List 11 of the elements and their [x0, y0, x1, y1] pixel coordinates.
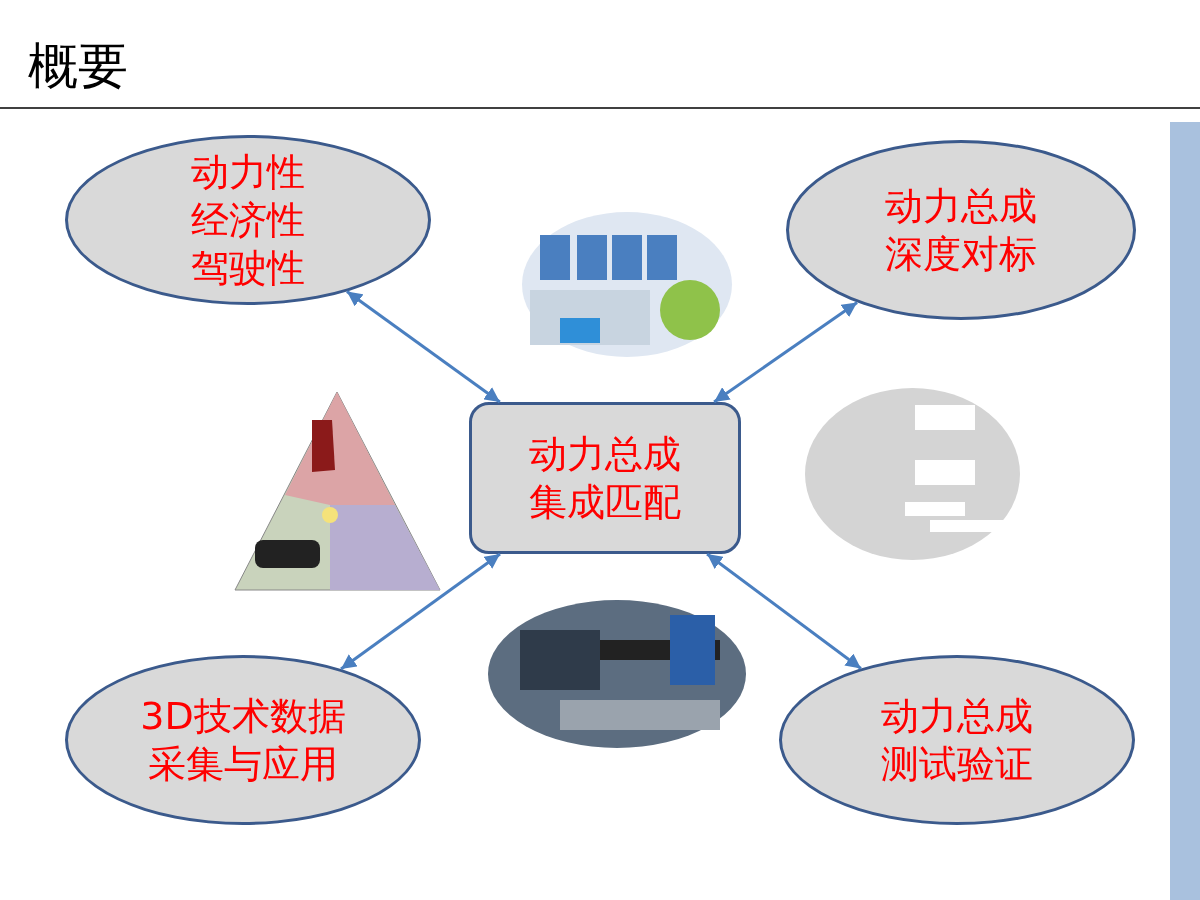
topic-label: 动力性经济性驾驶性	[190, 149, 306, 292]
topic-label: 动力总成测试验证	[880, 693, 1034, 788]
topic-label: 动力总成深度对标	[884, 183, 1038, 278]
topic-label: 动力总成集成匹配	[528, 431, 682, 526]
double-arrow	[346, 290, 501, 404]
double-arrow	[713, 301, 858, 404]
topic-label: 3D技术数据采集与应用	[139, 693, 347, 788]
double-arrow	[706, 552, 862, 670]
center-box	[469, 402, 741, 554]
page-title: 概要	[28, 36, 128, 96]
double-arrow	[340, 552, 501, 671]
